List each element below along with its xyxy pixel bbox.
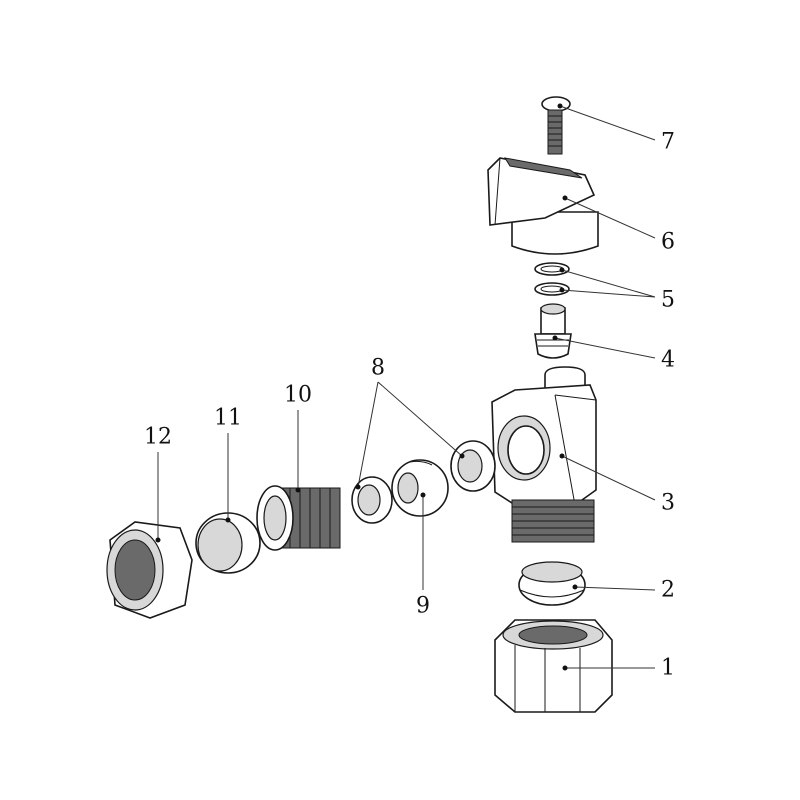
part-10-adapter — [256, 485, 341, 551]
leader-lines — [155, 103, 656, 671]
callout-12: 12 — [144, 424, 172, 450]
callout-4: 4 — [661, 347, 675, 373]
part-1-nut — [494, 619, 613, 713]
callout-3: 3 — [661, 490, 675, 516]
part-7-screw — [541, 96, 571, 155]
callout-5: 5 — [661, 287, 675, 313]
callout-9: 9 — [416, 593, 430, 619]
part-6-handle — [487, 157, 599, 255]
part-11-ferrule — [195, 512, 261, 574]
callout-8: 8 — [371, 355, 385, 381]
part-2-ferrule — [518, 561, 586, 606]
callout-6: 6 — [661, 229, 675, 255]
part-4-stem — [534, 303, 572, 359]
callout-10: 10 — [284, 382, 312, 408]
part-9-ball — [391, 459, 449, 517]
callout-11: 11 — [214, 405, 242, 431]
callout-7: 7 — [661, 129, 675, 155]
part-8-seats — [351, 440, 496, 524]
part-3-body — [491, 366, 597, 543]
part-12-nut — [106, 521, 193, 619]
callout-1: 1 — [661, 655, 675, 681]
callout-2: 2 — [661, 577, 675, 603]
